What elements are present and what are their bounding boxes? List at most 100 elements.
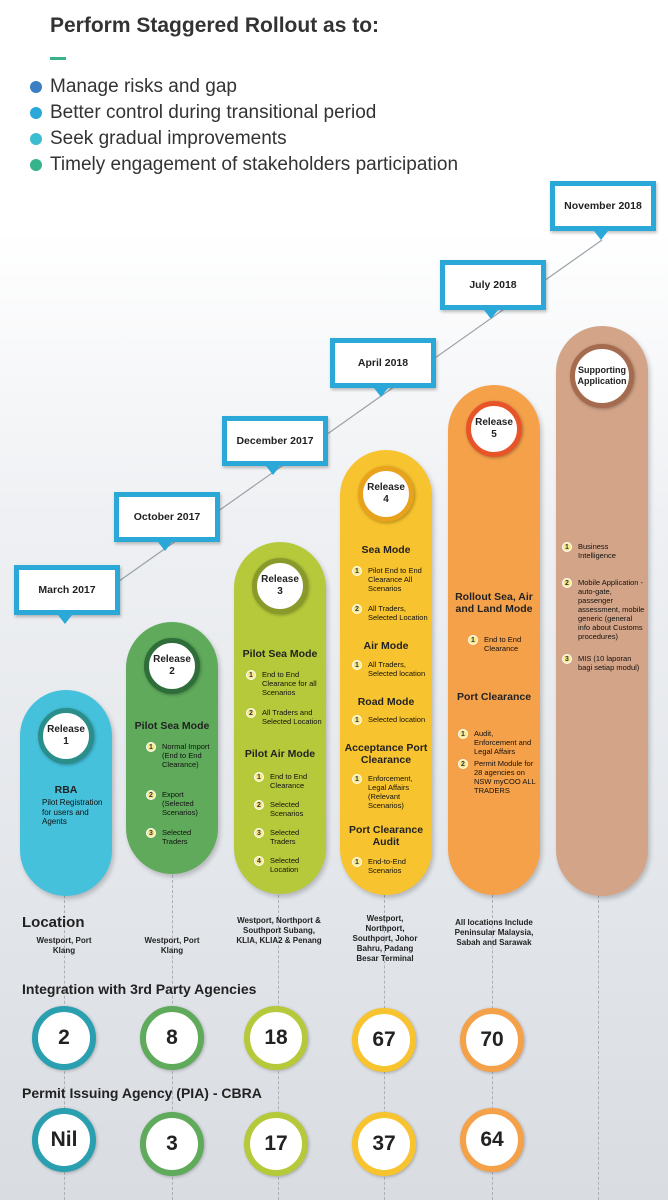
release-4-heading-road: Road Mode xyxy=(357,696,415,708)
page-title: Perform Staggered Rollout as to: xyxy=(50,14,380,37)
number-3-icon: 3 xyxy=(146,828,156,838)
release-2-heading: Pilot Sea Mode xyxy=(134,720,210,732)
number-2-icon: 2 xyxy=(562,578,572,588)
number-2-icon: 2 xyxy=(458,759,468,769)
number-2-icon: 2 xyxy=(352,604,362,614)
callout-pointer xyxy=(266,466,280,475)
date-july-2018: July 2018 xyxy=(440,260,546,310)
bullet-dot-icon xyxy=(30,107,42,119)
bullet-dot-icon xyxy=(30,133,42,145)
number-1-icon: 1 xyxy=(352,660,362,670)
number-3-icon: 3 xyxy=(254,828,264,838)
location-value: All locations Include Peninsular Malaysi… xyxy=(454,918,534,947)
column-line xyxy=(598,895,599,1200)
date-april-2018: April 2018 xyxy=(330,338,436,388)
location-label: Location xyxy=(22,914,85,931)
release-1-pill: Release 1 RBA Pilot Registration for use… xyxy=(20,690,112,896)
number-1-icon: 1 xyxy=(562,542,572,552)
date-november-2018: November 2018 xyxy=(550,181,656,231)
number-1-icon: 1 xyxy=(146,742,156,752)
release-4-heading-audit: Port Clearance Audit xyxy=(348,824,424,848)
number-1-icon: 1 xyxy=(246,670,256,680)
location-value: Westport, Northport & Southport Subang, … xyxy=(236,916,322,945)
bullet-dot-icon xyxy=(30,81,42,93)
release-4-badge: Release 4 xyxy=(358,466,414,522)
supporting-application-badge: Supporting Application xyxy=(570,344,634,408)
number-4-icon: 4 xyxy=(254,856,264,866)
callout-pointer xyxy=(374,388,388,397)
number-1-icon: 1 xyxy=(352,857,362,867)
number-1-icon: 1 xyxy=(352,774,362,784)
bullet-item: Timely engagement of stakeholders partic… xyxy=(30,154,458,176)
pia-label: Permit Issuing Agency (PIA) - CBRA xyxy=(22,1085,262,1101)
integration-count: 67 xyxy=(352,1008,416,1072)
bullet-item: Seek gradual improvements xyxy=(30,128,287,150)
pia-count: 64 xyxy=(460,1108,524,1172)
release-1-badge: Release 1 xyxy=(38,708,94,764)
release-1-heading: RBA xyxy=(54,784,78,796)
number-1-icon: 1 xyxy=(458,729,468,739)
release-3-heading-sea: Pilot Sea Mode xyxy=(242,648,318,660)
integration-count: 8 xyxy=(140,1006,204,1070)
integration-count: 2 xyxy=(32,1006,96,1070)
release-4-heading-sea: Sea Mode xyxy=(361,544,411,556)
release-1-text: Pilot Registration for users and Agents xyxy=(42,798,103,826)
date-october-2017: October 2017 xyxy=(114,492,220,542)
release-5-badge: Release 5 xyxy=(466,401,522,457)
release-5-heading-rollout: Rollout Sea, Air and Land Mode xyxy=(455,591,533,615)
pia-count: 3 xyxy=(140,1112,204,1176)
number-2-icon: 2 xyxy=(254,800,264,810)
location-value: Westport, Port Klang xyxy=(144,936,200,955)
number-2-icon: 2 xyxy=(246,708,256,718)
number-1-icon: 1 xyxy=(468,635,478,645)
release-3-badge: Release 3 xyxy=(252,558,308,614)
callout-pointer xyxy=(58,615,72,624)
callout-pointer xyxy=(158,542,172,551)
pia-count: 37 xyxy=(352,1112,416,1176)
number-2-icon: 2 xyxy=(146,790,156,800)
release-5-heading-port: Port Clearance xyxy=(456,691,532,703)
number-1-icon: 1 xyxy=(352,566,362,576)
release-3-heading-air: Pilot Air Mode xyxy=(244,748,316,760)
release-2-badge: Release 2 xyxy=(144,638,200,694)
callout-pointer xyxy=(484,310,498,319)
integration-label: Integration with 3rd Party Agencies xyxy=(22,981,257,997)
bullet-item: Better control during transitional perio… xyxy=(30,102,376,124)
release-4-heading-air: Air Mode xyxy=(363,640,409,652)
integration-count: 18 xyxy=(244,1006,308,1070)
release-4-heading-acceptance: Acceptance Port Clearance xyxy=(344,742,428,766)
pia-count: 17 xyxy=(244,1112,308,1176)
callout-pointer xyxy=(594,231,608,240)
pia-count: Nil xyxy=(32,1108,96,1172)
location-value: Westport, Northport, Southport, Johor Ba… xyxy=(352,914,418,963)
number-3-icon: 3 xyxy=(562,654,572,664)
location-value: Westport, Port Klang xyxy=(36,936,92,955)
bullet-item: Manage risks and gap xyxy=(30,76,237,98)
release-5-pill: Release 5 Rollout Sea, Air and Land Mode… xyxy=(448,385,540,895)
